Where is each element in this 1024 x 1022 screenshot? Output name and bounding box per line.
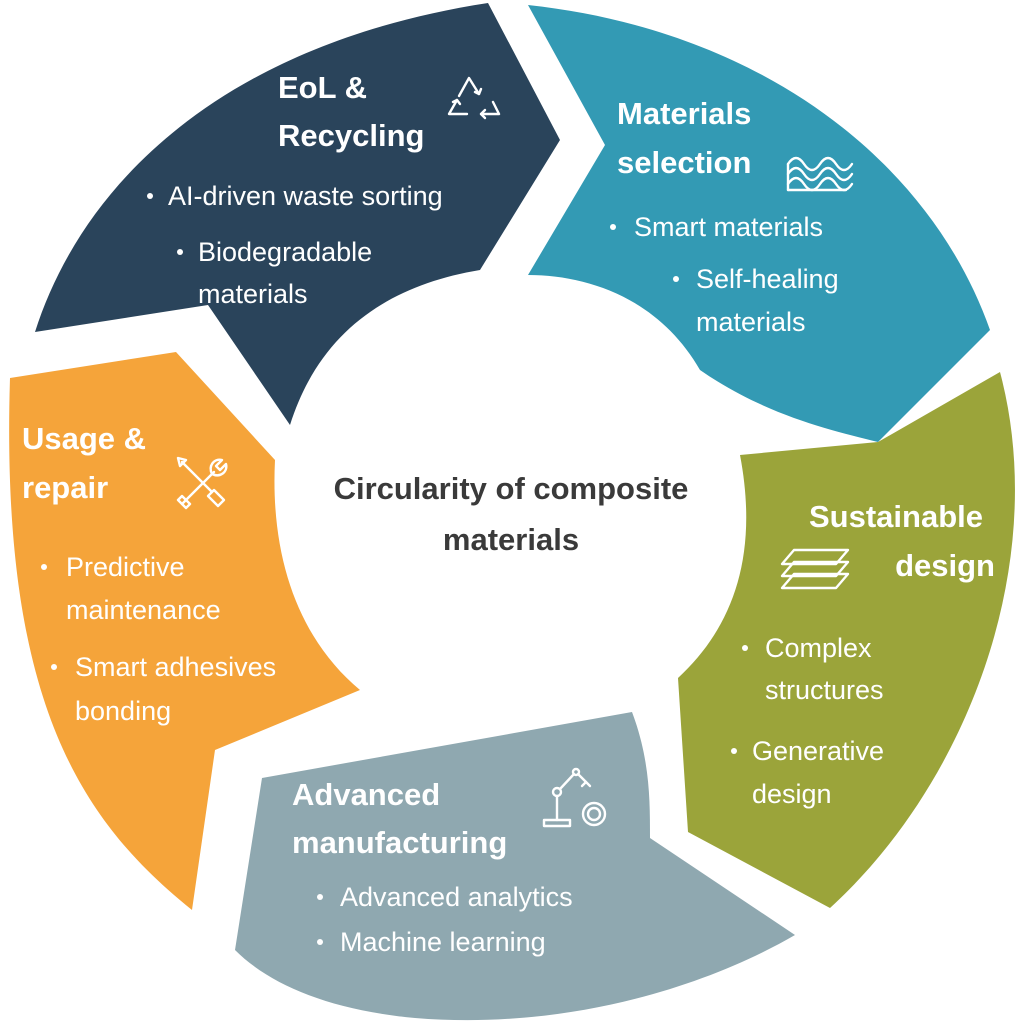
segment-manufacturing-shape: [235, 712, 795, 1021]
segment-usage-bullet1-line2: maintenance: [66, 595, 221, 625]
segment-usage-title-line2: repair: [22, 470, 108, 505]
segment-design-title-line1: Sustainable: [809, 499, 983, 534]
segment-materials-selection: Materials selection Smart materials Self…: [528, 5, 990, 442]
segment-materials-title-line1: Materials: [617, 96, 751, 131]
segment-usage-shape: [9, 352, 360, 910]
bullet-dot: [147, 193, 153, 199]
segment-usage-bullet1-line1: Predictive: [66, 552, 185, 582]
segment-manufacturing-bullet1: Advanced analytics: [340, 882, 573, 912]
segment-usage-title-line1: Usage &: [22, 421, 146, 456]
segment-manufacturing-title-line1: Advanced: [292, 777, 440, 812]
center-label: Circularity of composite materials: [334, 471, 689, 557]
segment-manufacturing-title-line2: manufacturing: [292, 825, 507, 860]
segment-usage-bullet2-line2: bonding: [75, 696, 171, 726]
segment-materials-bullet2-line1: Self-healing: [696, 264, 839, 294]
bullet-dot: [177, 249, 183, 255]
center-title-line2: materials: [443, 522, 579, 557]
segment-eol-bullet2-line2: materials: [198, 279, 308, 309]
segment-eol-recycling: EoL & Recycling AI-driven waste sorting …: [35, 3, 560, 425]
segment-materials-bullet1: Smart materials: [634, 212, 823, 242]
bullet-dot: [51, 664, 57, 670]
segment-design-shape: [678, 372, 1015, 908]
segment-sustainable-design: Sustainable design Complex structures Ge…: [678, 372, 1015, 908]
segment-design-bullet1-line1: Complex: [765, 633, 872, 663]
robot-arm-icon: [542, 767, 607, 828]
segment-usage-repair: Usage & repair Predictive maintenance Sm…: [9, 352, 360, 910]
segment-eol-bullet1: AI-driven waste sorting: [168, 181, 443, 211]
segment-eol-shape: [35, 3, 560, 425]
center-title-line1: Circularity of composite: [334, 471, 689, 506]
tools-icon: [176, 456, 228, 510]
bullet-dot: [731, 748, 737, 754]
segment-advanced-manufacturing: Advanced manufacturing Advanced analytic…: [235, 712, 795, 1021]
segment-eol-title-line1: EoL &: [278, 70, 367, 105]
segment-materials-bullet2-line2: materials: [696, 307, 806, 337]
segment-design-bullet1-line2: structures: [765, 675, 884, 705]
segment-design-bullet2-line1: Generative: [752, 736, 884, 766]
bullet-dot: [317, 894, 323, 900]
bullet-dot: [610, 224, 616, 230]
recycle-icon: [447, 76, 501, 120]
layers-icon: [780, 548, 850, 590]
segment-materials-shape: [528, 5, 990, 442]
bullet-dot: [41, 564, 47, 570]
segment-design-title-line2: design: [895, 548, 995, 583]
bullet-dot: [673, 276, 679, 282]
segment-design-bullet2-line2: design: [752, 779, 832, 809]
segment-eol-title-line2: Recycling: [278, 118, 424, 153]
segment-usage-bullet2-line1: Smart adhesives: [75, 652, 276, 682]
corrugated-sheets-icon: [786, 156, 854, 192]
segment-eol-bullet2-line1: Biodegradable: [198, 237, 372, 267]
segment-materials-title-line2: selection: [617, 145, 751, 180]
bullet-dot: [742, 645, 748, 651]
segment-manufacturing-bullet2: Machine learning: [340, 927, 546, 957]
bullet-dot: [317, 939, 323, 945]
